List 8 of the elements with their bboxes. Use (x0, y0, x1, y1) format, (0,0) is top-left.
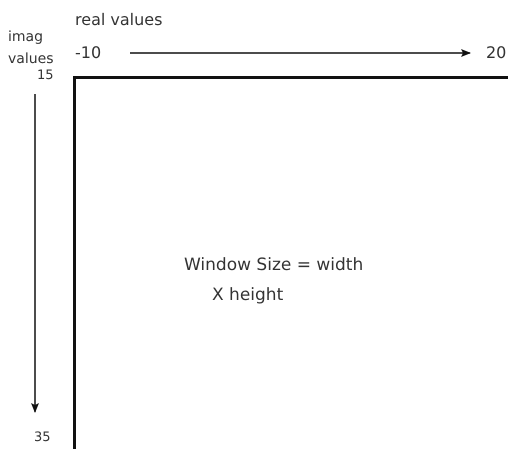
axis-value: 20 (486, 43, 506, 62)
axis-value: -10 (75, 43, 102, 62)
axis-title: real values (75, 10, 162, 29)
axis-value: 15 (37, 67, 54, 85)
axis-title: imag values (8, 28, 52, 69)
axis-value: 35 (34, 429, 51, 447)
window-frame (73, 76, 508, 449)
window-size-text: Window Size = width X height (184, 254, 364, 307)
